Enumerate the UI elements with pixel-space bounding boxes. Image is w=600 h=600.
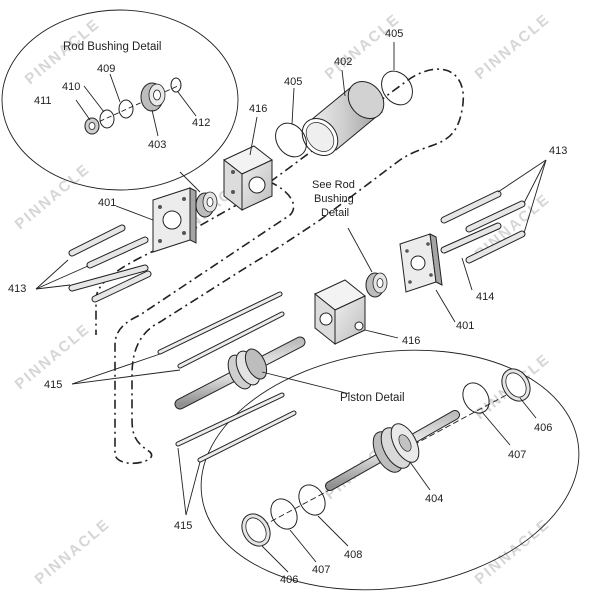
rod-bushing-detail-parts bbox=[84, 77, 182, 135]
callout-401-right: 401 bbox=[456, 320, 474, 332]
callout-406-left: 406 bbox=[280, 574, 298, 586]
part-415-rods bbox=[157, 291, 297, 463]
part-401-left-endplate bbox=[152, 187, 197, 253]
piston-detail-title: Piston Detail bbox=[340, 392, 405, 404]
watermark: PINNACLE bbox=[472, 515, 554, 588]
watermark: PINNACLE bbox=[12, 160, 94, 233]
callout-413-right: 413 bbox=[549, 145, 567, 157]
part-413-tie-rods-left bbox=[68, 224, 152, 303]
callout-406-right: 406 bbox=[534, 422, 552, 434]
part-416-upper-block bbox=[223, 145, 273, 212]
piston-detail-parts bbox=[241, 368, 531, 547]
part-407-oring-left bbox=[270, 498, 298, 530]
callout-407-right: 407 bbox=[508, 449, 526, 461]
callout-410: 410 bbox=[62, 81, 80, 93]
part-408-oring bbox=[298, 484, 326, 516]
rod-bushing-detail-outline bbox=[1, 9, 239, 191]
part-405-oring-left bbox=[275, 122, 307, 158]
part-409-oring bbox=[118, 99, 134, 119]
leaders bbox=[75, 73, 201, 193]
assembly-path bbox=[114, 68, 465, 465]
callout-401-left: 401 bbox=[98, 197, 116, 209]
right-rod-bushing bbox=[365, 272, 388, 298]
callout-413-left: 413 bbox=[8, 283, 26, 295]
watermark: PINNACLE bbox=[472, 10, 554, 83]
part-405-oring-right bbox=[381, 70, 413, 106]
watermark: PINNACLE bbox=[322, 10, 404, 83]
callout-403: 403 bbox=[148, 139, 166, 151]
part-413-tie-rods-right bbox=[440, 190, 526, 264]
see-rod-bushing-line3: Detail bbox=[321, 207, 349, 219]
callout-405-left: 405 bbox=[284, 76, 302, 88]
piston-rod-assembly bbox=[174, 336, 306, 410]
callout-412: 412 bbox=[192, 117, 210, 129]
see-rod-bushing-line1: See Rod bbox=[312, 179, 355, 191]
callout-416-top: 416 bbox=[249, 103, 267, 115]
callout-415-left: 415 bbox=[44, 379, 62, 391]
left-rod-bushing bbox=[195, 191, 218, 218]
leaders-main bbox=[35, 42, 547, 573]
callout-408: 408 bbox=[344, 549, 362, 561]
labels: Rod Bushing Detail Piston Detail See Rod… bbox=[8, 28, 567, 586]
callout-415-bottom: 415 bbox=[174, 520, 192, 532]
part-412-retainer bbox=[170, 77, 182, 93]
callout-414: 414 bbox=[476, 291, 494, 303]
rod-bushing-detail-title: Rod Bushing Detail bbox=[63, 41, 161, 53]
see-rod-bushing-line2: Bushing bbox=[314, 193, 354, 205]
part-401-right-endplate bbox=[399, 233, 443, 293]
callout-409: 409 bbox=[97, 63, 115, 75]
part-416-lower-block bbox=[314, 279, 366, 346]
callout-405-top: 405 bbox=[385, 28, 403, 40]
part-402-barrel bbox=[301, 81, 385, 156]
part-407-oring-right bbox=[462, 382, 490, 414]
callout-407-left: 407 bbox=[312, 564, 330, 576]
callout-402: 402 bbox=[334, 56, 352, 68]
callout-404: 404 bbox=[425, 493, 443, 505]
part-410-ring bbox=[99, 109, 115, 129]
callout-416-bottom: 416 bbox=[402, 335, 420, 347]
watermark: PINNACLE bbox=[32, 515, 114, 588]
callout-411: 411 bbox=[34, 95, 52, 107]
piston-detail-outline bbox=[200, 349, 580, 591]
